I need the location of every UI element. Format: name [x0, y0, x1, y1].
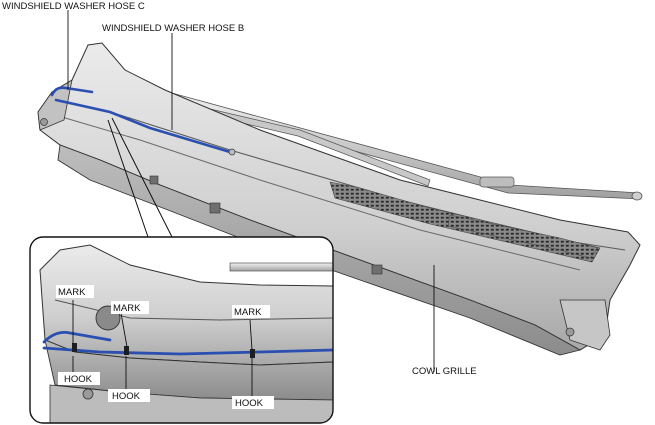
cowl-vent-slots-2	[447, 214, 599, 259]
cowl-left-end	[37, 79, 73, 131]
washer-hose-c	[50, 86, 94, 97]
label-mark-1: MARK	[58, 287, 86, 298]
label-mark-3: MARK	[234, 307, 262, 318]
bolt-hole-left	[40, 118, 48, 126]
mounting-tabs	[149, 175, 383, 275]
inset-upper-ridge	[54, 299, 333, 321]
label-mark-2: MARK	[113, 303, 141, 314]
label-hook-2: HOOK	[112, 391, 141, 402]
callout-leaders	[67, 10, 435, 396]
label-windshield-washer-hose-b: WINDSHIELD WASHER HOSE B	[102, 23, 244, 34]
inset-washer-hose-b	[42, 346, 333, 356]
wiper-rod-end	[631, 191, 643, 201]
label-cowl-grille: COWL GRILLE	[412, 366, 477, 377]
inset-rod	[229, 262, 333, 272]
inset-bolt-hole	[82, 388, 94, 400]
label-hook-1: HOOK	[64, 374, 93, 385]
hook-clips	[72, 343, 255, 358]
inset-leader-lines	[107, 117, 173, 238]
inset-frame	[29, 236, 334, 424]
washer-nozzle	[228, 148, 236, 156]
inset-washer-hose-c	[42, 331, 112, 344]
label-hook-3: HOOK	[235, 398, 264, 409]
detail-inset	[29, 236, 334, 424]
bolt-hole-right	[565, 327, 575, 337]
inset-label-boxes	[56, 285, 274, 409]
washer-hose-b	[54, 98, 232, 154]
label-windshield-washer-hose-c: WINDSHIELD WASHER HOSE C	[2, 1, 145, 12]
wiper-pivot	[479, 176, 515, 188]
